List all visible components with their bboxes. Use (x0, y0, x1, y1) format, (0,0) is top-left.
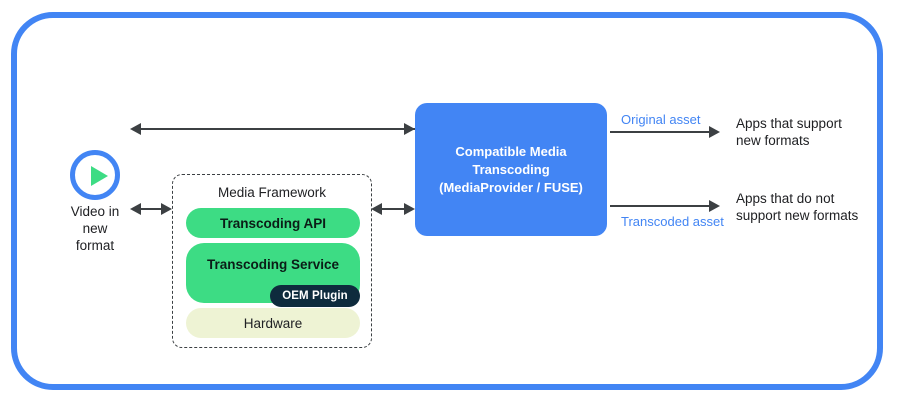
apps-support-label: Apps that support new formats (736, 116, 842, 148)
arrow-framework-cmt-head-right (404, 203, 415, 215)
oem-plugin-badge: OEM Plugin (270, 285, 360, 307)
arrow-video-framework-line (141, 208, 162, 210)
compatible-media-transcoding-box: Compatible Media Transcoding (MediaProvi… (415, 103, 607, 236)
arrow-video-framework-head-left (130, 203, 141, 215)
apps-no-support-label: Apps that do not support new formats (736, 191, 859, 223)
arrow-framework-cmt-head-left (371, 203, 382, 215)
media-framework-container: Media Framework Transcoding API Transcod… (172, 174, 372, 348)
arrow-video-framework-head-right (161, 203, 172, 215)
transcoded-asset-label: Transcoded asset (621, 214, 724, 229)
arrow-video-cmt-head-left (130, 123, 141, 135)
hardware-box: Hardware (186, 308, 360, 338)
arrow-video-cmt-head-right (404, 123, 415, 135)
transcoding-api-box: Transcoding API (186, 208, 360, 238)
arrow-transcoded-asset-head (709, 200, 720, 212)
arrow-original-asset-head (709, 126, 720, 138)
video-source-label: Video in new format (70, 204, 120, 253)
play-circle-icon (70, 150, 120, 200)
media-framework-title: Media Framework (217, 185, 327, 200)
arrow-transcoded-asset-line (610, 205, 710, 207)
arrow-video-cmt-line (141, 128, 415, 130)
original-asset-label: Original asset (621, 112, 701, 127)
play-triangle-icon (91, 166, 108, 186)
arrow-framework-cmt-line (381, 208, 404, 210)
arrow-original-asset-line (610, 131, 710, 133)
